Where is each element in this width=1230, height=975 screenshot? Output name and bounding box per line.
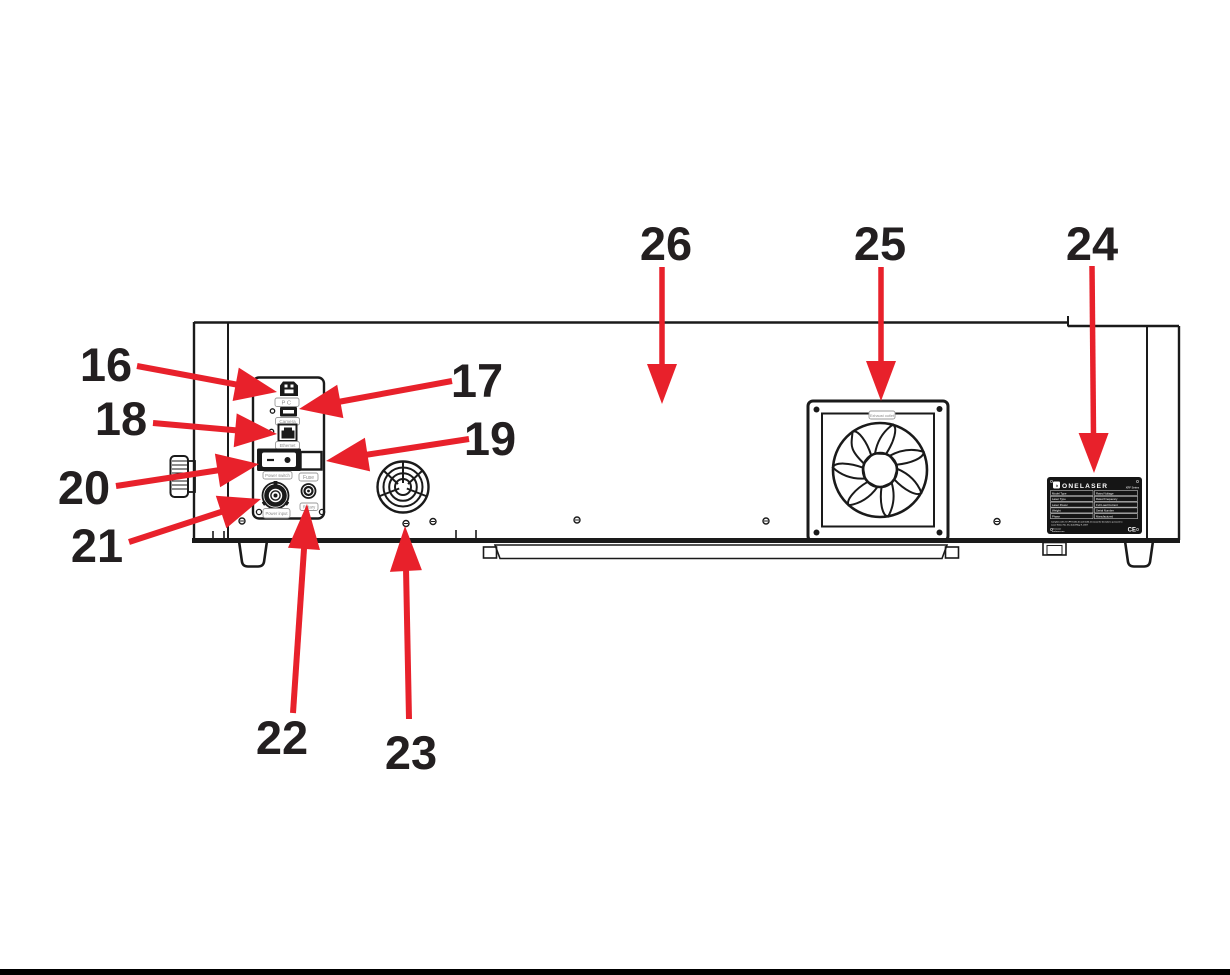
power-input-connector: Power input	[261, 481, 291, 519]
rotary-connector: Rotary	[299, 483, 319, 511]
panel-screw	[255, 508, 263, 516]
callout-24: 24	[1066, 217, 1118, 270]
power-switch: Power switch	[257, 448, 301, 480]
callout-arrows	[115, 265, 1109, 720]
callout-16: 16	[80, 338, 132, 391]
svg-text:Laser Power: Laser Power	[1052, 503, 1068, 507]
nameplate-series: XRF Series	[1126, 486, 1140, 490]
arrow-21	[128, 495, 261, 545]
svg-text:Full Load Current: Full Load Current	[1096, 503, 1118, 507]
arrow-20	[115, 453, 259, 489]
svg-text:Rated Frequency: Rated Frequency	[1096, 497, 1118, 501]
usb-pc-port: PC	[274, 381, 300, 407]
camera-port-label: Camera	[279, 419, 296, 424]
arrow-18	[152, 413, 277, 448]
svg-text:Model Type: Model Type	[1052, 491, 1067, 495]
callout-25: 25	[854, 217, 906, 270]
machine-body	[192, 316, 1181, 543]
callout-20: 20	[58, 461, 110, 514]
svg-text:Manufactured: Manufactured	[1096, 515, 1114, 519]
fan-blades	[831, 421, 929, 519]
fuse-holder: Fuse	[298, 450, 323, 482]
svg-text:Rated Voltage: Rated Voltage	[1096, 491, 1114, 495]
arrow-19	[326, 436, 470, 472]
callout-23: 23	[385, 726, 437, 779]
nameplate-compliance-2: Laser Notice No. 56, dated May 8, 2019	[1051, 523, 1089, 526]
nameplate-maker-1: OneLaser	[1052, 528, 1061, 531]
connector-panel: PC Camera Ethernet Power switch	[251, 376, 326, 520]
nameplate-maker-2: onelaser.com	[1052, 530, 1065, 533]
nameplate-fields: Model Type Laser Type Laser Power Weight…	[1052, 491, 1118, 518]
callout-18: 18	[95, 392, 147, 445]
nameplate-compliance-1: Complies with 21 CFR 1040.10 and 1040.11…	[1051, 521, 1123, 524]
panel-screw	[318, 508, 326, 516]
rotary-label: Rotary	[303, 505, 316, 510]
arrow-24	[1078, 265, 1109, 473]
pc-port-label: PC	[281, 401, 292, 407]
nameplate: ◑ ONELASER XRF Series Model Type Laser T…	[1047, 477, 1142, 534]
camera-port: Camera	[269, 407, 300, 426]
arrow-26	[647, 267, 677, 404]
svg-text:Weight: Weight	[1052, 509, 1061, 513]
body-screws	[238, 516, 1001, 528]
fan-label: Exhaust outlet	[870, 414, 895, 418]
right-foot	[1123, 540, 1155, 568]
ethernet-port: Ethernet	[268, 423, 300, 450]
ce-mark: CE	[1128, 528, 1136, 534]
svg-text:◑: ◑	[1055, 483, 1058, 489]
callout-19: 19	[464, 412, 516, 465]
power-switch-label: Power switch	[265, 473, 290, 478]
svg-text:Serial Number: Serial Number	[1096, 509, 1114, 513]
round-vent	[376, 460, 430, 514]
bottom-tray	[482, 541, 1067, 560]
nameplate-brand: ONELASER	[1062, 483, 1108, 490]
arrow-22	[288, 504, 320, 714]
ethernet-port-label: Ethernet	[280, 443, 297, 448]
power-input-label: Power input	[265, 511, 288, 516]
arrow-23	[389, 526, 422, 720]
callout-22: 22	[256, 711, 308, 764]
callout-21: 21	[71, 519, 123, 572]
svg-text:Phase: Phase	[1052, 515, 1060, 519]
arrow-16	[136, 363, 277, 401]
svg-text:Laser Type: Laser Type	[1052, 497, 1066, 501]
callout-17: 17	[451, 354, 503, 407]
arrow-17	[299, 378, 453, 419]
arrow-25	[866, 267, 896, 401]
callout-26: 26	[640, 217, 692, 270]
exhaust-fan: Exhaust outlet	[806, 399, 950, 543]
fuse-label: Fuse	[303, 475, 314, 481]
left-foot	[237, 540, 269, 568]
panel-screw	[269, 408, 276, 414]
page-bottom-rule	[0, 969, 1230, 975]
brand-logo-icon	[1053, 481, 1060, 489]
callout-numbers: 16 17 18 19 20 21 22 23 24 25 26	[58, 217, 1118, 779]
